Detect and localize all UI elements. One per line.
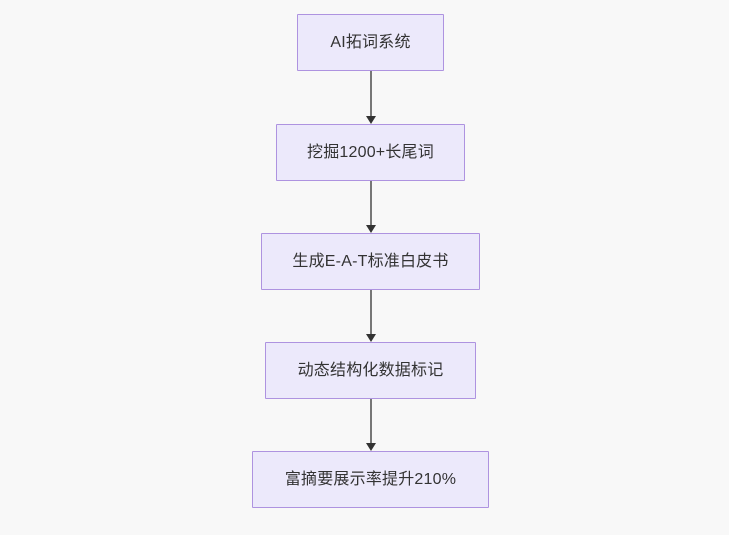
flow-edge-line [370,71,372,117]
flow-node-label: AI拓词系统 [330,33,411,51]
arrow-down-icon [366,225,376,233]
flow-edge-2 [366,181,376,233]
flow-node-4[interactable]: 动态结构化数据标记 [265,342,476,399]
flow-edge-4 [366,399,376,451]
flow-node-label: 生成E-A-T标准白皮书 [292,252,449,270]
flow-node-label: 动态结构化数据标记 [297,361,444,379]
flow-edge-line [370,399,372,444]
flow-node-3[interactable]: 生成E-A-T标准白皮书 [261,233,480,290]
flow-edge-1 [366,71,376,124]
arrow-down-icon [366,116,376,124]
flow-node-label: 富摘要展示率提升210% [284,470,457,488]
flow-node-2[interactable]: 挖掘1200+长尾词 [276,124,465,181]
arrow-down-icon [366,334,376,342]
flow-edge-line [370,181,372,226]
flow-node-1[interactable]: AI拓词系统 [297,14,444,71]
flow-edge-line [370,290,372,335]
flow-node-label: 挖掘1200+长尾词 [307,143,434,161]
flow-node-5[interactable]: 富摘要展示率提升210% [252,451,489,508]
flow-edge-3 [366,290,376,342]
arrow-down-icon [366,443,376,451]
